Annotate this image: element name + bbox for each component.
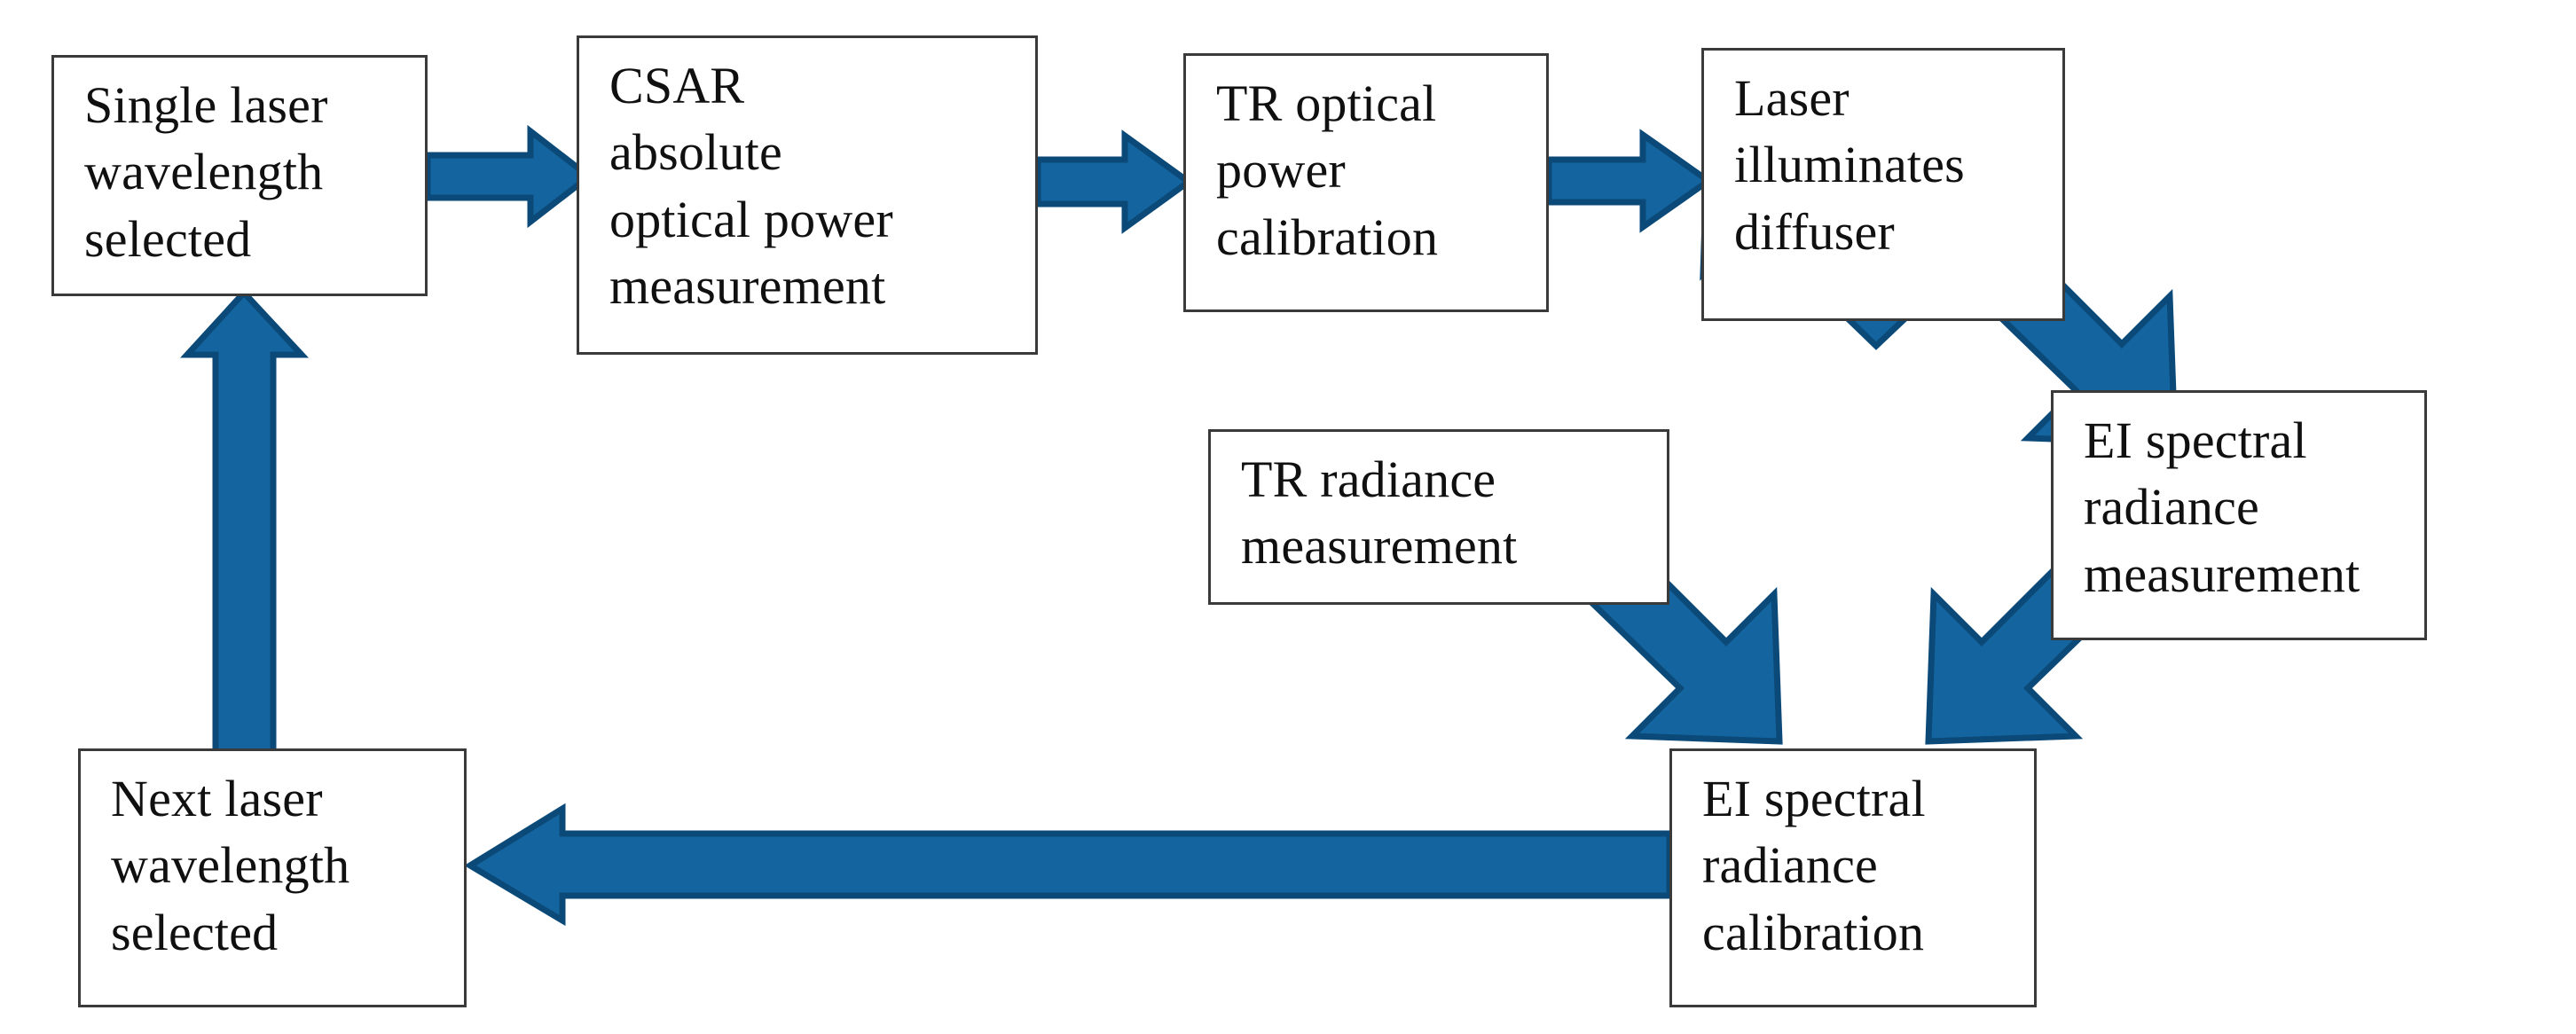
node-tr-optical-power-calibration[interactable]: TR optical power calibration — [1183, 53, 1549, 312]
node-tr-radiance-measurement[interactable]: TR radiance measurement — [1208, 429, 1669, 605]
node-ei-spectral-radiance-calibration[interactable]: EI spectral radiance calibration — [1669, 748, 2037, 1007]
arrow-ei-calibration-to-next-laser — [464, 803, 1673, 927]
node-label: Next laser wavelength selected — [111, 770, 350, 961]
node-next-laser-wavelength-selected[interactable]: Next laser wavelength selected — [78, 748, 467, 1007]
arrow-single-to-csar — [424, 124, 594, 229]
node-ei-spectral-radiance-measurement[interactable]: EI spectral radiance measurement — [2051, 390, 2427, 640]
node-label: CSAR absolute optical power measurement — [609, 57, 893, 316]
node-label: TR optical power calibration — [1216, 74, 1439, 266]
node-laser-illuminates-diffuser[interactable]: Laser illuminates diffuser — [1701, 48, 2065, 321]
node-label: Laser illuminates diffuser — [1734, 69, 1965, 261]
node-csar-absolute-optical-power-measurement[interactable]: CSAR absolute optical power measurement — [577, 35, 1038, 355]
node-single-laser-wavelength-selected[interactable]: Single laser wavelength selected — [51, 55, 428, 296]
arrow-csar-to-tr-optical — [1034, 129, 1194, 234]
node-label: EI spectral radiance measurement — [2084, 411, 2360, 603]
arrow-tr-optical-to-laser — [1545, 129, 1715, 233]
node-label: TR radiance measurement — [1241, 450, 1518, 576]
node-label: Single laser wavelength selected — [84, 76, 328, 268]
arrow-next-laser-to-single-laser — [180, 287, 310, 756]
node-label: EI spectral radiance calibration — [1702, 770, 1926, 961]
